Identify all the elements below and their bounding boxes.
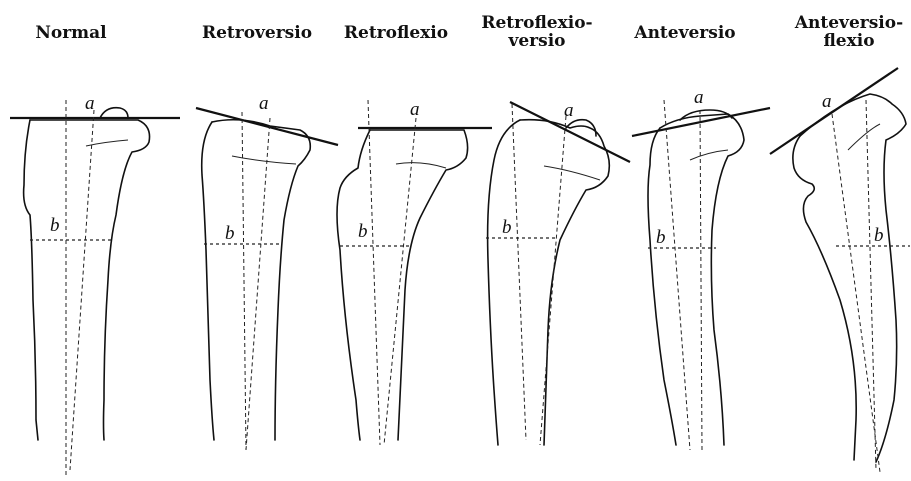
label-b-normal: b [50,216,60,235]
bone-outline-right [370,130,468,440]
bone-outline-right [660,114,744,445]
shaft-axis [866,100,876,470]
epiphysis-line [848,124,880,150]
bone-outline-right [520,120,609,445]
bone-outline-left [202,122,214,440]
bone-retroflexio-versio [486,102,630,445]
label-a-retroflexio: a [410,100,420,119]
bone-retroflexio [337,100,492,445]
tubercle-outline [100,108,128,118]
shaft-axis [70,110,94,470]
label-b-anteversio: b [656,228,666,247]
label-a-anteversio: a [694,88,704,107]
label-a-retroversio: a [259,94,269,113]
bone-outline-left [648,128,676,445]
label-a-retroflexio-versio: a [564,101,574,120]
bone-retroversio [196,108,338,450]
bone-normal [10,100,180,478]
epiphysis-line [232,156,296,164]
long-axis [242,112,246,450]
label-b-retroflexio-versio: b [502,218,512,237]
shaft-axis [700,110,702,450]
long-axis [512,104,526,440]
shaft-axis [246,118,270,450]
long-axis [368,100,380,445]
epiphysis-line [396,163,446,168]
bone-anteversio [632,100,770,450]
bone-outline-left [337,130,370,440]
label-b-retroflexio: b [358,222,368,241]
bone-outline-left [24,120,38,440]
bone-outline-right [800,94,906,462]
bone-anteversio-flexio [770,68,910,472]
epiphysis-line [544,166,600,180]
plateau-line [632,108,770,136]
bone-outline-left [793,136,856,460]
label-a-anteversio-flexio: a [822,92,832,111]
epiphysis-line [690,150,728,160]
label-b-anteversio-flexio: b [874,226,884,245]
label-b-retroversio: b [225,224,235,243]
label-a-normal: a [85,94,95,113]
bone-outline-right [212,120,310,440]
